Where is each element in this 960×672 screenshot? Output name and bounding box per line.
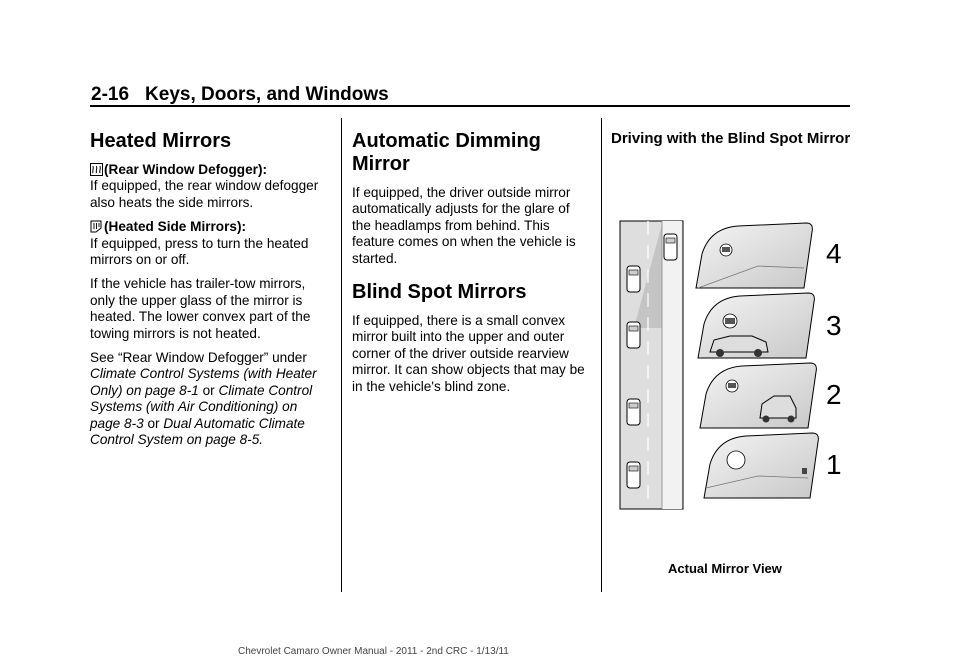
page-header: 2-16 Keys, Doors, and Windows xyxy=(91,84,389,106)
heading-blind-spot: Blind Spot Mirrors xyxy=(352,281,527,304)
column-divider-2 xyxy=(601,118,602,592)
column-mirrors: Automatic Dimming Mirror If equipped, th… xyxy=(352,118,592,403)
rear-defogger-icon xyxy=(90,163,103,176)
mirror-view-4 xyxy=(695,222,813,289)
reference-link-3[interactable]: Dual Automatic Climate Control System on… xyxy=(90,415,305,448)
automatic-dimming-text: If equipped, the driver outside mirror a… xyxy=(352,185,576,266)
trailer-tow-text: If the vehicle has trailer-tow mirrors, … xyxy=(90,276,311,341)
reference-link-2[interactable]: Climate Control Systems (with Air Condit… xyxy=(90,382,313,431)
mirror-view-2 xyxy=(699,362,817,429)
vehicle-2 xyxy=(626,321,641,349)
blind-spot-text: If equipped, there is a small convex mir… xyxy=(352,313,585,394)
rear-defogger-label: (Rear Window Defogger): xyxy=(104,162,267,177)
heated-side-mirrors-label: (Heated Side Mirrors): xyxy=(104,219,247,235)
fig-number-3: 3 xyxy=(826,310,842,341)
mirror-view-1 xyxy=(703,432,819,499)
fig-number-4: 4 xyxy=(826,238,842,269)
heated-mirror-icon xyxy=(90,220,102,233)
column-heated-mirrors: Heated Mirrors (Rear Window Defogger): I… xyxy=(90,118,330,457)
vehicle-3 xyxy=(626,398,641,426)
see-text: See “Rear Window Defogger” under xyxy=(90,350,307,366)
header-rule xyxy=(90,105,850,107)
heading-driving-blind-spot: Driving with the Blind Spot Mirror xyxy=(611,130,851,147)
heading-automatic-dimming: Automatic Dimming Mirror xyxy=(352,130,541,175)
fig-number-1: 1 xyxy=(826,449,842,480)
vehicle-4 xyxy=(626,461,641,489)
blind-spot-figure: 4 3 2 1 xyxy=(619,220,842,510)
vehicle-own xyxy=(663,233,678,261)
or-text-1: or xyxy=(198,382,219,398)
column-driving-blind-spot: Driving with the Blind Spot Mirror xyxy=(611,118,851,154)
page-number: 2-16 xyxy=(91,84,130,105)
heading-heated-mirrors: Heated Mirrors xyxy=(90,130,232,152)
mirror-view-3 xyxy=(697,292,815,359)
figure-caption: Actual Mirror View xyxy=(668,561,782,576)
road-diagram xyxy=(619,220,684,510)
rear-defogger-text: If equipped, the rear window defogger al… xyxy=(90,178,319,210)
or-text-2: or xyxy=(143,415,164,431)
fig-number-2: 2 xyxy=(826,379,842,410)
vehicle-1 xyxy=(626,265,641,293)
section-title: Keys, Doors, and Windows xyxy=(145,84,389,105)
column-divider-1 xyxy=(341,118,342,592)
footer-text: Chevrolet Camaro Owner Manual - 2011 - 2… xyxy=(238,646,509,657)
heated-side-mirrors-text: If equipped, press to turn the heated mi… xyxy=(90,235,309,268)
reference-link-1[interactable]: Climate Control Systems (with Heater Onl… xyxy=(90,366,317,398)
